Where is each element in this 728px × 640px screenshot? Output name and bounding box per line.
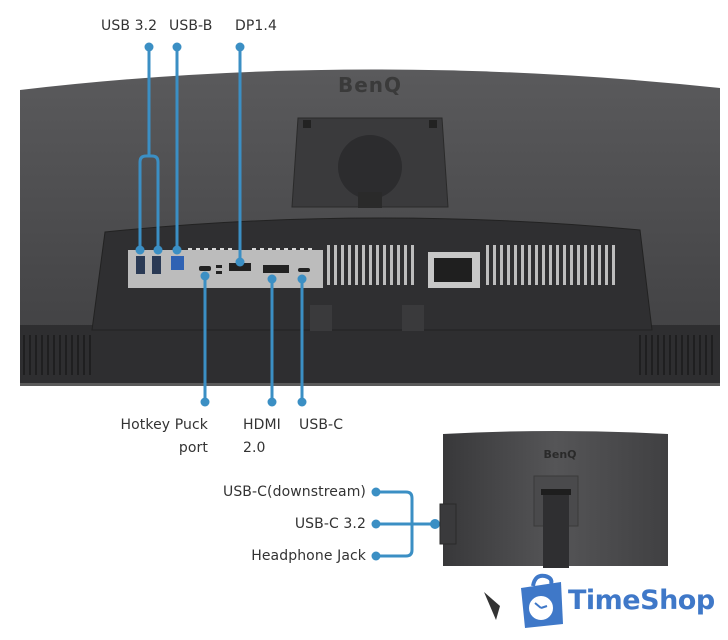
usb32-port-2 [152, 256, 161, 274]
timeshop-watermark [505, 568, 721, 634]
monitor-inset-view: BenQ [439, 431, 668, 620]
label-usbc-32: USB-C 3.2 [294, 516, 366, 532]
usbc-port [298, 268, 310, 272]
timeshop-wordmark: TimeShop [568, 585, 715, 616]
hotkey-puck-port [199, 266, 211, 271]
callout-dots [135, 42, 440, 561]
benq-logo: BenQ [338, 73, 402, 97]
label-hotkey-puck: Hotkey Puck [120, 417, 208, 433]
label-usbb: USB-B [169, 18, 213, 34]
label-headphone-jack: Headphone Jack [251, 548, 366, 564]
usbb-port [171, 256, 184, 270]
dp-port [229, 263, 251, 271]
timeshop-bag-clock-icon [521, 573, 563, 628]
label-usbc-downstream: USB-C(downstream) [222, 484, 366, 500]
label-hotkey-puck-port: port [178, 440, 208, 456]
callout-lines [138, 45, 442, 558]
svg-text:BenQ: BenQ [543, 448, 576, 461]
hdmi-port [263, 265, 289, 273]
usb32-port-1 [136, 256, 145, 274]
label-hdmi: HDMI [243, 417, 281, 433]
label-usb32: USB 3.2 [101, 18, 158, 34]
label-hdmi-version: 2.0 [243, 440, 266, 456]
label-dp14: DP1.4 [235, 18, 277, 34]
ac-power-socket [434, 258, 472, 282]
label-usbc: USB-C [299, 417, 344, 433]
